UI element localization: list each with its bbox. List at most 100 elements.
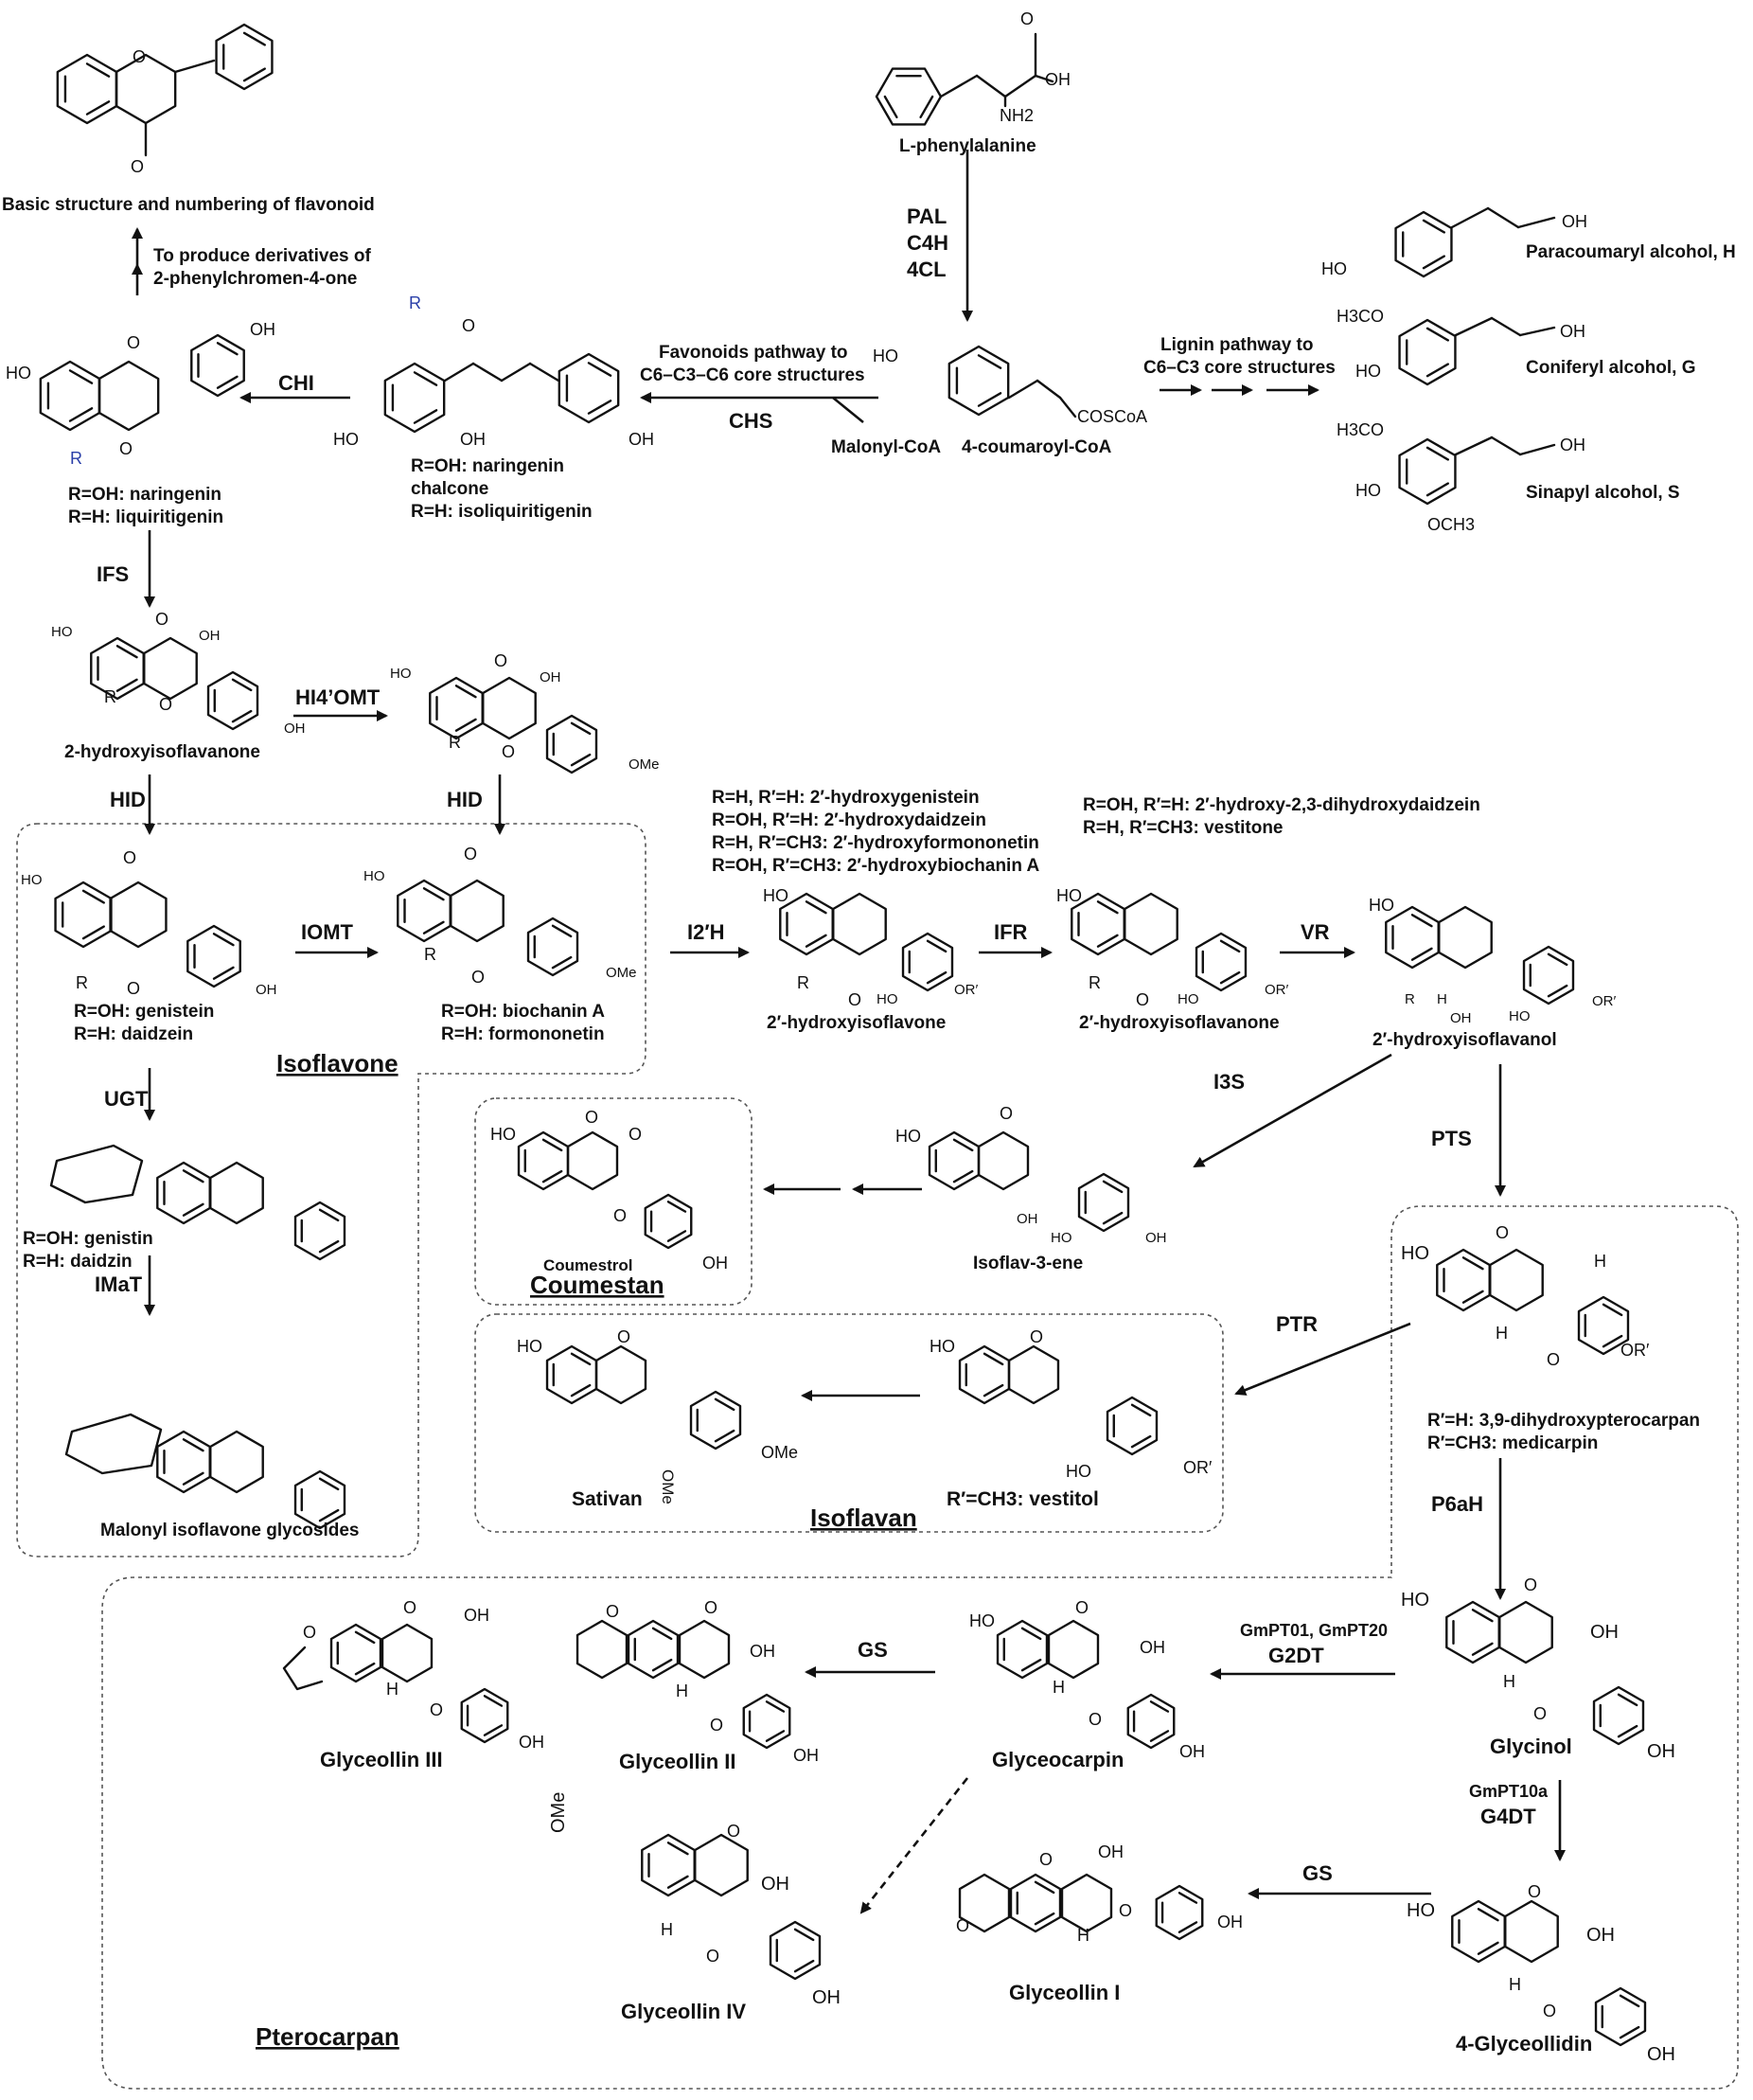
- atom-gcp-oh: OH: [1140, 1638, 1165, 1657]
- atom-hf-or: OR′: [954, 982, 979, 998]
- gcp-a-ring: [996, 1619, 1049, 1680]
- atom-g1-o2: O: [1039, 1850, 1053, 1869]
- atom-g2-o3: O: [710, 1716, 723, 1735]
- atom-gly-o2: O: [1533, 1704, 1547, 1723]
- ves-a-ring-double: [983, 1352, 1004, 1366]
- atom-o4: O: [131, 157, 144, 176]
- pt-a-ring-double: [1461, 1290, 1484, 1304]
- phe-ring-double: [919, 95, 934, 118]
- chalcone-a-ring-double: [413, 409, 438, 424]
- atom-gly-oh: OH: [1590, 1622, 1619, 1643]
- atom-paracoumaryl-oh: OH: [1562, 212, 1587, 231]
- hf-c-ring: [832, 892, 887, 956]
- naringenin-b-ring-double: [216, 342, 239, 356]
- atom-pt-o2: O: [1547, 1350, 1560, 1369]
- sat-b-ring-double: [714, 1397, 735, 1412]
- atom-gcp-h: H: [1053, 1678, 1065, 1697]
- label-chalcone-3: R=H: isoliquiritigenin: [411, 502, 593, 522]
- hif-b-ring-double: [231, 678, 253, 692]
- g3-c-ring: [381, 1623, 434, 1683]
- label-genistein-2: R=H: daidzein: [74, 1024, 193, 1044]
- atom-g3-o3: O: [430, 1700, 443, 1719]
- flavonoid-a-ring: [56, 53, 118, 125]
- naringenin-c-ring: [97, 360, 160, 432]
- enzyme-gs-1: GS: [858, 1638, 888, 1662]
- malonyl-c-ring: [209, 1430, 264, 1494]
- section-coumestan: Coumestan: [530, 1271, 664, 1299]
- genistin-a-ring: [156, 1161, 211, 1225]
- hf-a-ring-double: [805, 900, 827, 915]
- label-chalcone-1: R=OH: naringenin: [411, 456, 564, 476]
- atom-ves-o: O: [1030, 1327, 1043, 1346]
- g3-a-ring-double: [354, 1630, 376, 1645]
- gld-d-ring-double: [1619, 2025, 1640, 2039]
- atom-hifm-oh: OH: [540, 669, 561, 685]
- chalcone-a-ring: [383, 362, 446, 434]
- enzyme-pts: PTS: [1431, 1127, 1472, 1150]
- atom-hfn-o4: O: [1136, 990, 1149, 1009]
- atom-g3-oh2: OH: [519, 1733, 544, 1752]
- pterocarpan-box: [101, 1205, 1739, 2090]
- g3-a-ring-double: [354, 1662, 376, 1676]
- chalcone-b-ring-double: [587, 400, 612, 415]
- atom-gen-oh: OH: [256, 982, 277, 998]
- atom-sat-ome: OMe: [761, 1443, 798, 1462]
- section-isoflavan: Isoflavan: [810, 1504, 917, 1532]
- atom-gen-o: O: [123, 848, 136, 867]
- atom-gen-r: R: [76, 973, 88, 992]
- note-r-list-6: R=H, R′=CH3: vestitone: [1083, 818, 1284, 838]
- enzyme-ugt: UGT: [104, 1087, 149, 1111]
- enzyme-g4dt: G4DT: [1480, 1805, 1536, 1828]
- atom-nh2: NH2: [1000, 106, 1034, 125]
- atom-chalcone-oh2: OH: [629, 430, 654, 449]
- label-hydroxyisoflavanone: 2-hydroxyisoflavanone: [64, 742, 260, 762]
- hfl-a-ring-double: [1410, 947, 1433, 961]
- atom-chalcone-r: R: [409, 294, 421, 312]
- note-r-list-2: R=OH, R′=H: 2′-hydroxydaidzein: [712, 810, 986, 830]
- coumaroyl-c3: [1058, 396, 1077, 418]
- atom-hf-ho: HO: [763, 886, 788, 905]
- enzyme-4cl: 4CL: [907, 258, 947, 281]
- atom-naringenin-ho: HO: [6, 364, 31, 383]
- enzyme-imat: IMaT: [95, 1272, 143, 1296]
- genistin-b-ring-double: [318, 1239, 340, 1254]
- malonyl-b-ring-double: [318, 1477, 340, 1491]
- label-genistein-1: R=OH: genistein: [74, 1002, 214, 1022]
- enzyme-ptr: PTR: [1276, 1312, 1318, 1336]
- atom-g2-o2: O: [704, 1598, 717, 1617]
- atom-g2-h: H: [676, 1682, 688, 1700]
- sinapyl-c1: [1454, 436, 1494, 456]
- phe-ring-double: [883, 95, 898, 118]
- label-naringenin-2: R=H: liquiritigenin: [68, 507, 223, 527]
- atom-hif-oh: OH: [199, 628, 221, 644]
- gld-a-ring-double: [1477, 1941, 1499, 1955]
- atom-cou-oh: OH: [702, 1254, 728, 1272]
- atom-pt-h2: H: [1496, 1324, 1508, 1343]
- label-derivatives-2: 2-phenylchromen-4-one: [153, 269, 357, 289]
- label-glyceollin-2: Glyceollin II: [619, 1750, 735, 1773]
- hfl-a-ring-double: [1410, 914, 1433, 928]
- label-isoflavanone-2h: 2′-hydroxyisoflavanone: [1079, 1013, 1280, 1033]
- gen-c-ring: [109, 881, 168, 949]
- gcp-a-ring-double: [1020, 1627, 1042, 1641]
- sinapyl-ring-double: [1425, 482, 1449, 497]
- enzyme-i3s: I3S: [1213, 1070, 1245, 1094]
- genistin-c-ring: [209, 1161, 264, 1225]
- atom-bio-ome: OMe: [606, 965, 637, 981]
- atom-hf-r: R: [797, 973, 809, 992]
- atom-ves-or: OR′: [1183, 1458, 1213, 1477]
- label-glycinol: Glycinol: [1490, 1735, 1572, 1758]
- atom-pt-h1: H: [1594, 1252, 1606, 1271]
- atom-i3e-ho: HO: [895, 1127, 921, 1146]
- hif-b-ring: [206, 670, 259, 731]
- enzyme-iomt: IOMT: [301, 920, 354, 944]
- phe-ring: [875, 67, 943, 126]
- cou-c-ring: [566, 1130, 619, 1191]
- enzyme-i2h: I2′H: [687, 920, 725, 944]
- naringenin-a-ring-double: [68, 369, 94, 384]
- genistin-b-ring-double: [318, 1208, 340, 1222]
- atom-gld-ho: HO: [1407, 1900, 1435, 1921]
- i3e-a-ring-double: [952, 1138, 974, 1152]
- enzyme-pal: PAL: [907, 205, 947, 228]
- g1-d-ring-double: [1178, 1921, 1198, 1933]
